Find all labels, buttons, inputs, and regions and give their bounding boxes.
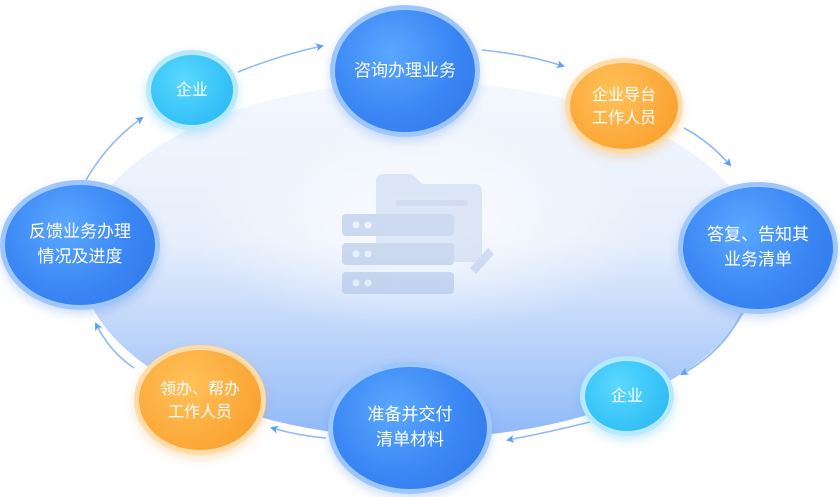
- node-feedback-progress[interactable]: 反馈业务办理 情况及进度: [0, 180, 160, 310]
- arrow-guide-to-reply: [683, 127, 732, 167]
- document-server-icon: [342, 174, 494, 294]
- node-enterprise-right-label: 企业: [610, 386, 643, 406]
- arrow-enterprise-to-prepare: [506, 421, 591, 443]
- node-guide-label: 企业导台 工作人员: [591, 84, 656, 127]
- node-enterprise-left-label: 企业: [175, 80, 208, 100]
- node-enterprise-left[interactable]: 企业: [146, 50, 238, 130]
- node-prepare-label: 准备并交付 清单材料: [367, 405, 453, 450]
- node-guide-staff[interactable]: 企业导台 工作人员: [565, 58, 683, 154]
- node-assist-label: 领办、帮办 工作人员: [159, 378, 240, 421]
- arrow-enterprise-to-consult: [237, 43, 324, 73]
- node-assist-staff[interactable]: 领办、帮办 工作人员: [134, 345, 266, 455]
- arrow-consult-to-guide: [481, 49, 565, 69]
- node-enterprise-right[interactable]: 企业: [580, 356, 674, 436]
- flow-arrows: [85, 43, 743, 443]
- node-consult-business[interactable]: 咨询办理业务: [330, 5, 480, 137]
- arrow-reply-to-enterprise: [680, 311, 743, 375]
- arrow-assist-to-feedback: [95, 322, 135, 369]
- node-prepare-materials[interactable]: 准备并交付 清单材料: [328, 362, 492, 494]
- arrow-prepare-to-assist: [270, 425, 327, 439]
- node-reply-label: 答复、告知其 业务清单: [707, 225, 809, 270]
- node-feedback-label: 反馈业务办理 情况及进度: [29, 222, 131, 267]
- arrow-feedback-to-enterprise: [85, 116, 144, 181]
- node-reply-business-list[interactable]: 答复、告知其 业务清单: [678, 182, 838, 314]
- node-consult-label: 咨询办理业务: [354, 60, 456, 81]
